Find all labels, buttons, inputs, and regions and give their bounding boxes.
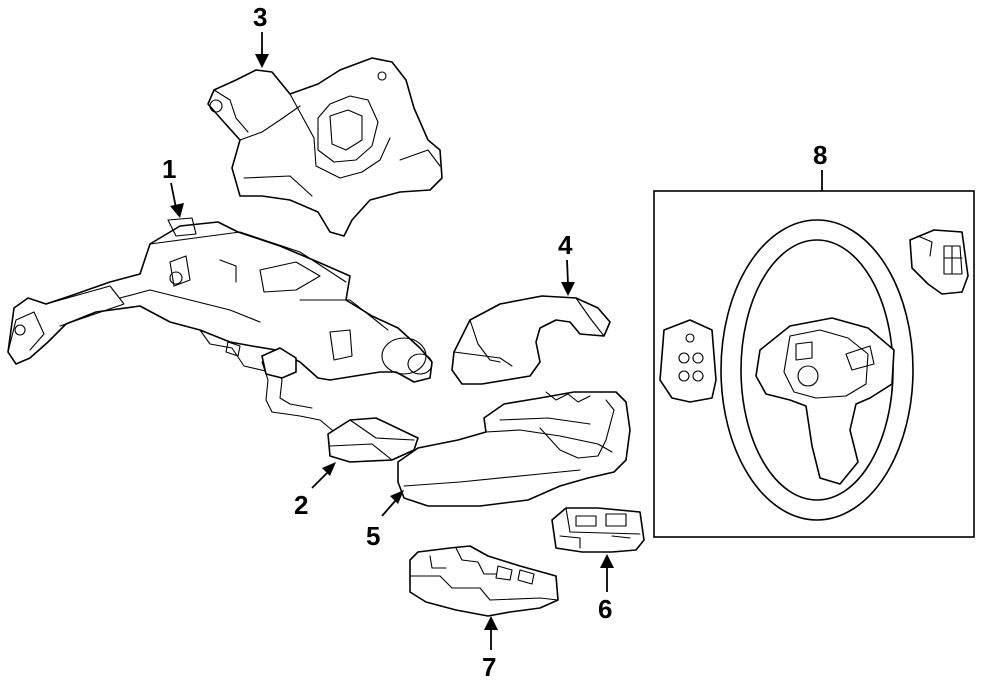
callout-label-5: 5 xyxy=(366,521,380,551)
callout-label-2: 2 xyxy=(294,490,308,520)
callout-2: 2 xyxy=(294,462,336,520)
part-5-lower-cover[interactable] xyxy=(397,391,631,507)
callout-label-6: 6 xyxy=(598,594,612,624)
part-2-lower-bracket[interactable] xyxy=(261,347,419,463)
part-3-column-housing[interactable] xyxy=(207,57,443,237)
callout-7: 7 xyxy=(482,616,498,682)
callout-label-8: 8 xyxy=(813,140,827,170)
part-7-module[interactable] xyxy=(409,545,559,617)
part-8-steering-wheel-group[interactable] xyxy=(653,190,975,538)
callout-4: 4 xyxy=(558,230,575,296)
part-6-control-module[interactable] xyxy=(551,507,645,553)
callout-1: 1 xyxy=(162,154,184,218)
callout-label-7: 7 xyxy=(482,652,496,682)
part-4-upper-cover[interactable] xyxy=(451,295,611,385)
part-8-frame xyxy=(653,190,975,538)
callout-5: 5 xyxy=(366,490,404,551)
callout-8: 8 xyxy=(813,140,827,191)
right-wheel-switch xyxy=(909,229,969,295)
callout-6: 6 xyxy=(598,554,614,624)
callout-label-4: 4 xyxy=(558,230,573,260)
callout-label-3: 3 xyxy=(253,2,267,32)
callout-3: 3 xyxy=(253,2,269,68)
callout-label-1: 1 xyxy=(162,154,176,184)
part-1-steering-column[interactable] xyxy=(7,217,433,383)
